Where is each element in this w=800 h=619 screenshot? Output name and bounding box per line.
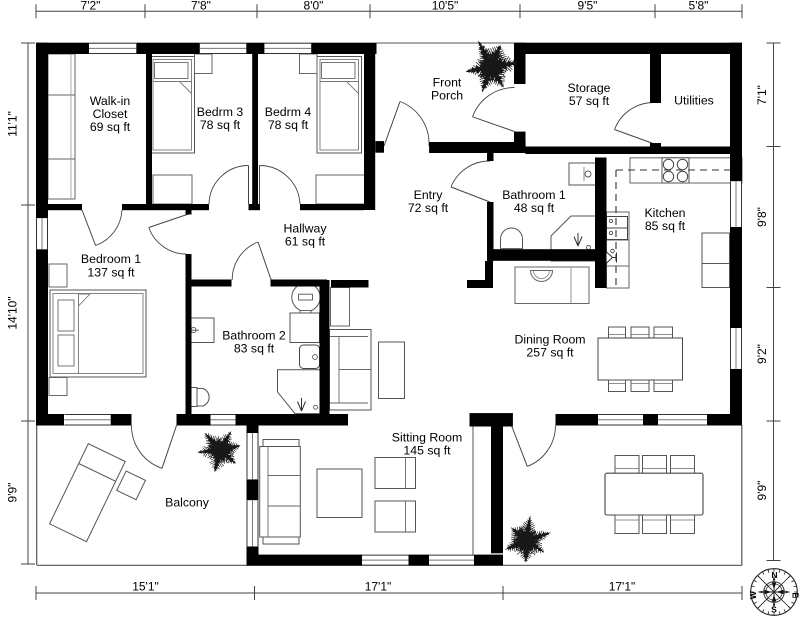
svg-text:Walk-in: Walk-in: [90, 94, 131, 108]
svg-text:Balcony: Balcony: [165, 495, 210, 509]
svg-text:E: E: [791, 592, 800, 598]
svg-text:78 sq ft: 78 sq ft: [268, 118, 309, 132]
svg-text:Storage: Storage: [567, 81, 610, 95]
svg-text:14'10": 14'10": [6, 296, 20, 329]
svg-text:N: N: [771, 570, 777, 580]
svg-text:Bathroom 2: Bathroom 2: [222, 328, 286, 342]
svg-text:Front: Front: [433, 76, 462, 90]
svg-text:69 sq ft: 69 sq ft: [90, 120, 131, 134]
svg-text:145 sq ft: 145 sq ft: [403, 444, 451, 458]
svg-text:Porch: Porch: [431, 89, 463, 103]
svg-text:Kitchen: Kitchen: [644, 206, 685, 220]
svg-text:137 sq ft: 137 sq ft: [87, 266, 135, 280]
svg-text:Dining Room: Dining Room: [514, 333, 585, 347]
svg-text:61 sq ft: 61 sq ft: [285, 235, 326, 249]
svg-text:5'8": 5'8": [689, 0, 709, 13]
svg-text:72 sq ft: 72 sq ft: [408, 201, 449, 215]
svg-text:9'9": 9'9": [6, 483, 20, 503]
svg-text:Bathroom 1: Bathroom 1: [502, 188, 566, 202]
svg-text:W: W: [748, 590, 758, 599]
svg-text:Entry: Entry: [414, 188, 444, 202]
svg-text:7'2": 7'2": [81, 0, 101, 13]
svg-text:9'5": 9'5": [578, 0, 598, 13]
svg-text:78 sq ft: 78 sq ft: [200, 118, 241, 132]
svg-text:83 sq ft: 83 sq ft: [234, 341, 275, 355]
svg-text:10'5": 10'5": [432, 0, 459, 13]
svg-text:Bedroom 1: Bedroom 1: [81, 252, 141, 266]
svg-text:17'1": 17'1": [609, 580, 636, 594]
svg-text:S: S: [771, 605, 777, 615]
svg-text:Hallway: Hallway: [283, 222, 327, 236]
svg-text:85 sq ft: 85 sq ft: [645, 219, 686, 233]
svg-text:9'2": 9'2": [755, 344, 769, 364]
svg-text:9'9": 9'9": [755, 481, 769, 501]
svg-text:8'0": 8'0": [304, 0, 324, 13]
svg-text:Bedrm 3: Bedrm 3: [197, 105, 244, 119]
svg-text:9'8": 9'8": [755, 207, 769, 227]
svg-text:57 sq ft: 57 sq ft: [569, 94, 610, 108]
svg-text:11'1": 11'1": [6, 111, 20, 137]
svg-text:Bedrm 4: Bedrm 4: [265, 105, 312, 119]
svg-text:257 sq ft: 257 sq ft: [526, 346, 574, 360]
svg-text:15'1": 15'1": [132, 580, 159, 594]
svg-text:Closet: Closet: [93, 107, 128, 121]
svg-text:Utilities: Utilities: [674, 94, 714, 108]
svg-text:7'8": 7'8": [191, 0, 211, 13]
svg-text:Sitting Room: Sitting Room: [392, 431, 462, 445]
svg-text:7'1": 7'1": [755, 85, 769, 105]
svg-text:17'1": 17'1": [365, 580, 392, 594]
svg-text:48 sq ft: 48 sq ft: [514, 201, 555, 215]
